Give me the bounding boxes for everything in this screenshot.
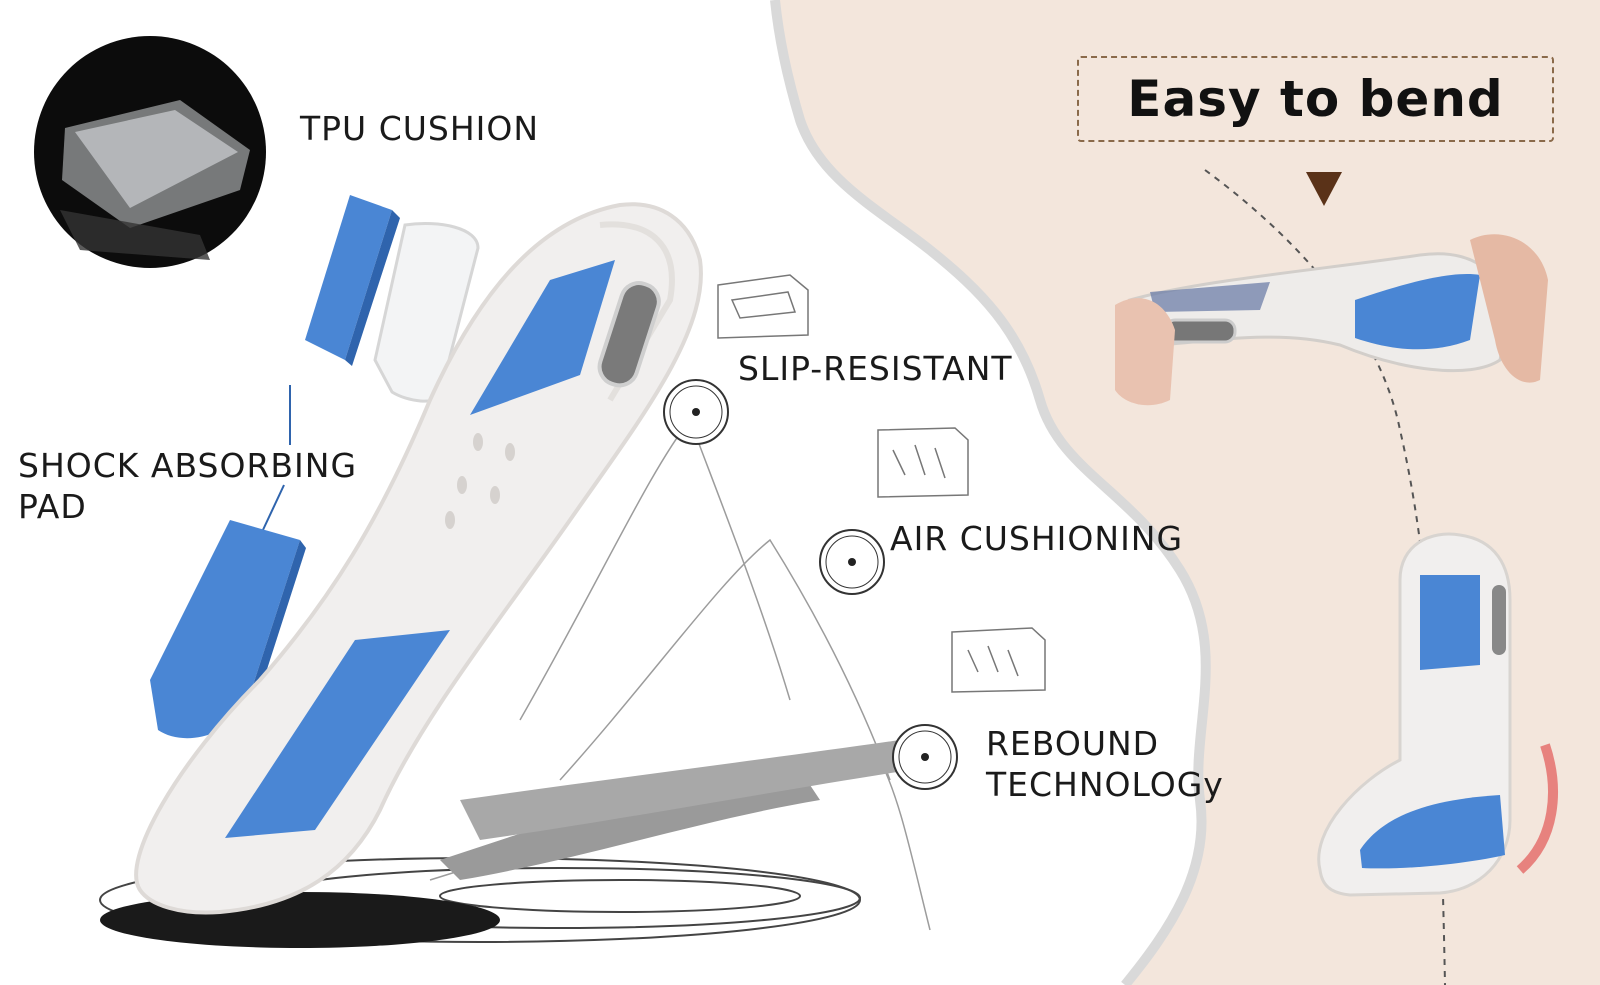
arrow-down-icon — [1306, 172, 1342, 206]
shock-absorbing-line-1: SHOCK ABSORBING PAD — [18, 446, 358, 527]
target-air — [819, 529, 885, 595]
tpu-gel-piece — [373, 222, 480, 403]
rebound-line: REBOUND TECHNOLOGy — [986, 724, 1224, 805]
easy-to-bend-box: Easy to bend — [1077, 56, 1554, 142]
heel-blue-insert — [470, 260, 615, 415]
tpu-cushion-photo — [34, 36, 266, 268]
slip-resistant-label: SLIP-RESISTANT — [738, 349, 1013, 388]
rebound-icon — [951, 627, 1046, 693]
heel-air-window — [597, 281, 661, 388]
air-cushioning-label: AIR CUSHIONING — [890, 519, 1184, 558]
easy-to-bend-title: Easy to bend — [1127, 70, 1504, 128]
vent-holes — [445, 433, 515, 529]
slip-icon — [717, 274, 809, 339]
target-slip — [663, 379, 729, 445]
connector-line — [261, 484, 285, 533]
heel-cup-photo — [1317, 532, 1558, 897]
grey-sole-2 — [460, 740, 910, 840]
bending-insole-photo — [1115, 234, 1548, 406]
beige-panel — [775, 0, 1600, 985]
tpu-cushion-label: TPU CUSHION — [300, 109, 540, 148]
rebound-technology-label: REBOUND TECHNOLOGy — [986, 723, 1224, 806]
forefoot-blue-insert — [225, 630, 450, 838]
shock-absorbing-pad-label: SHOCK ABSORBING PAD — [18, 445, 357, 528]
shock-pad-top — [305, 195, 392, 360]
shock-pad-bottom — [150, 520, 300, 739]
air-icon — [877, 427, 969, 498]
target-rebound — [892, 724, 958, 790]
beige-panel-edge — [770, 0, 1211, 985]
